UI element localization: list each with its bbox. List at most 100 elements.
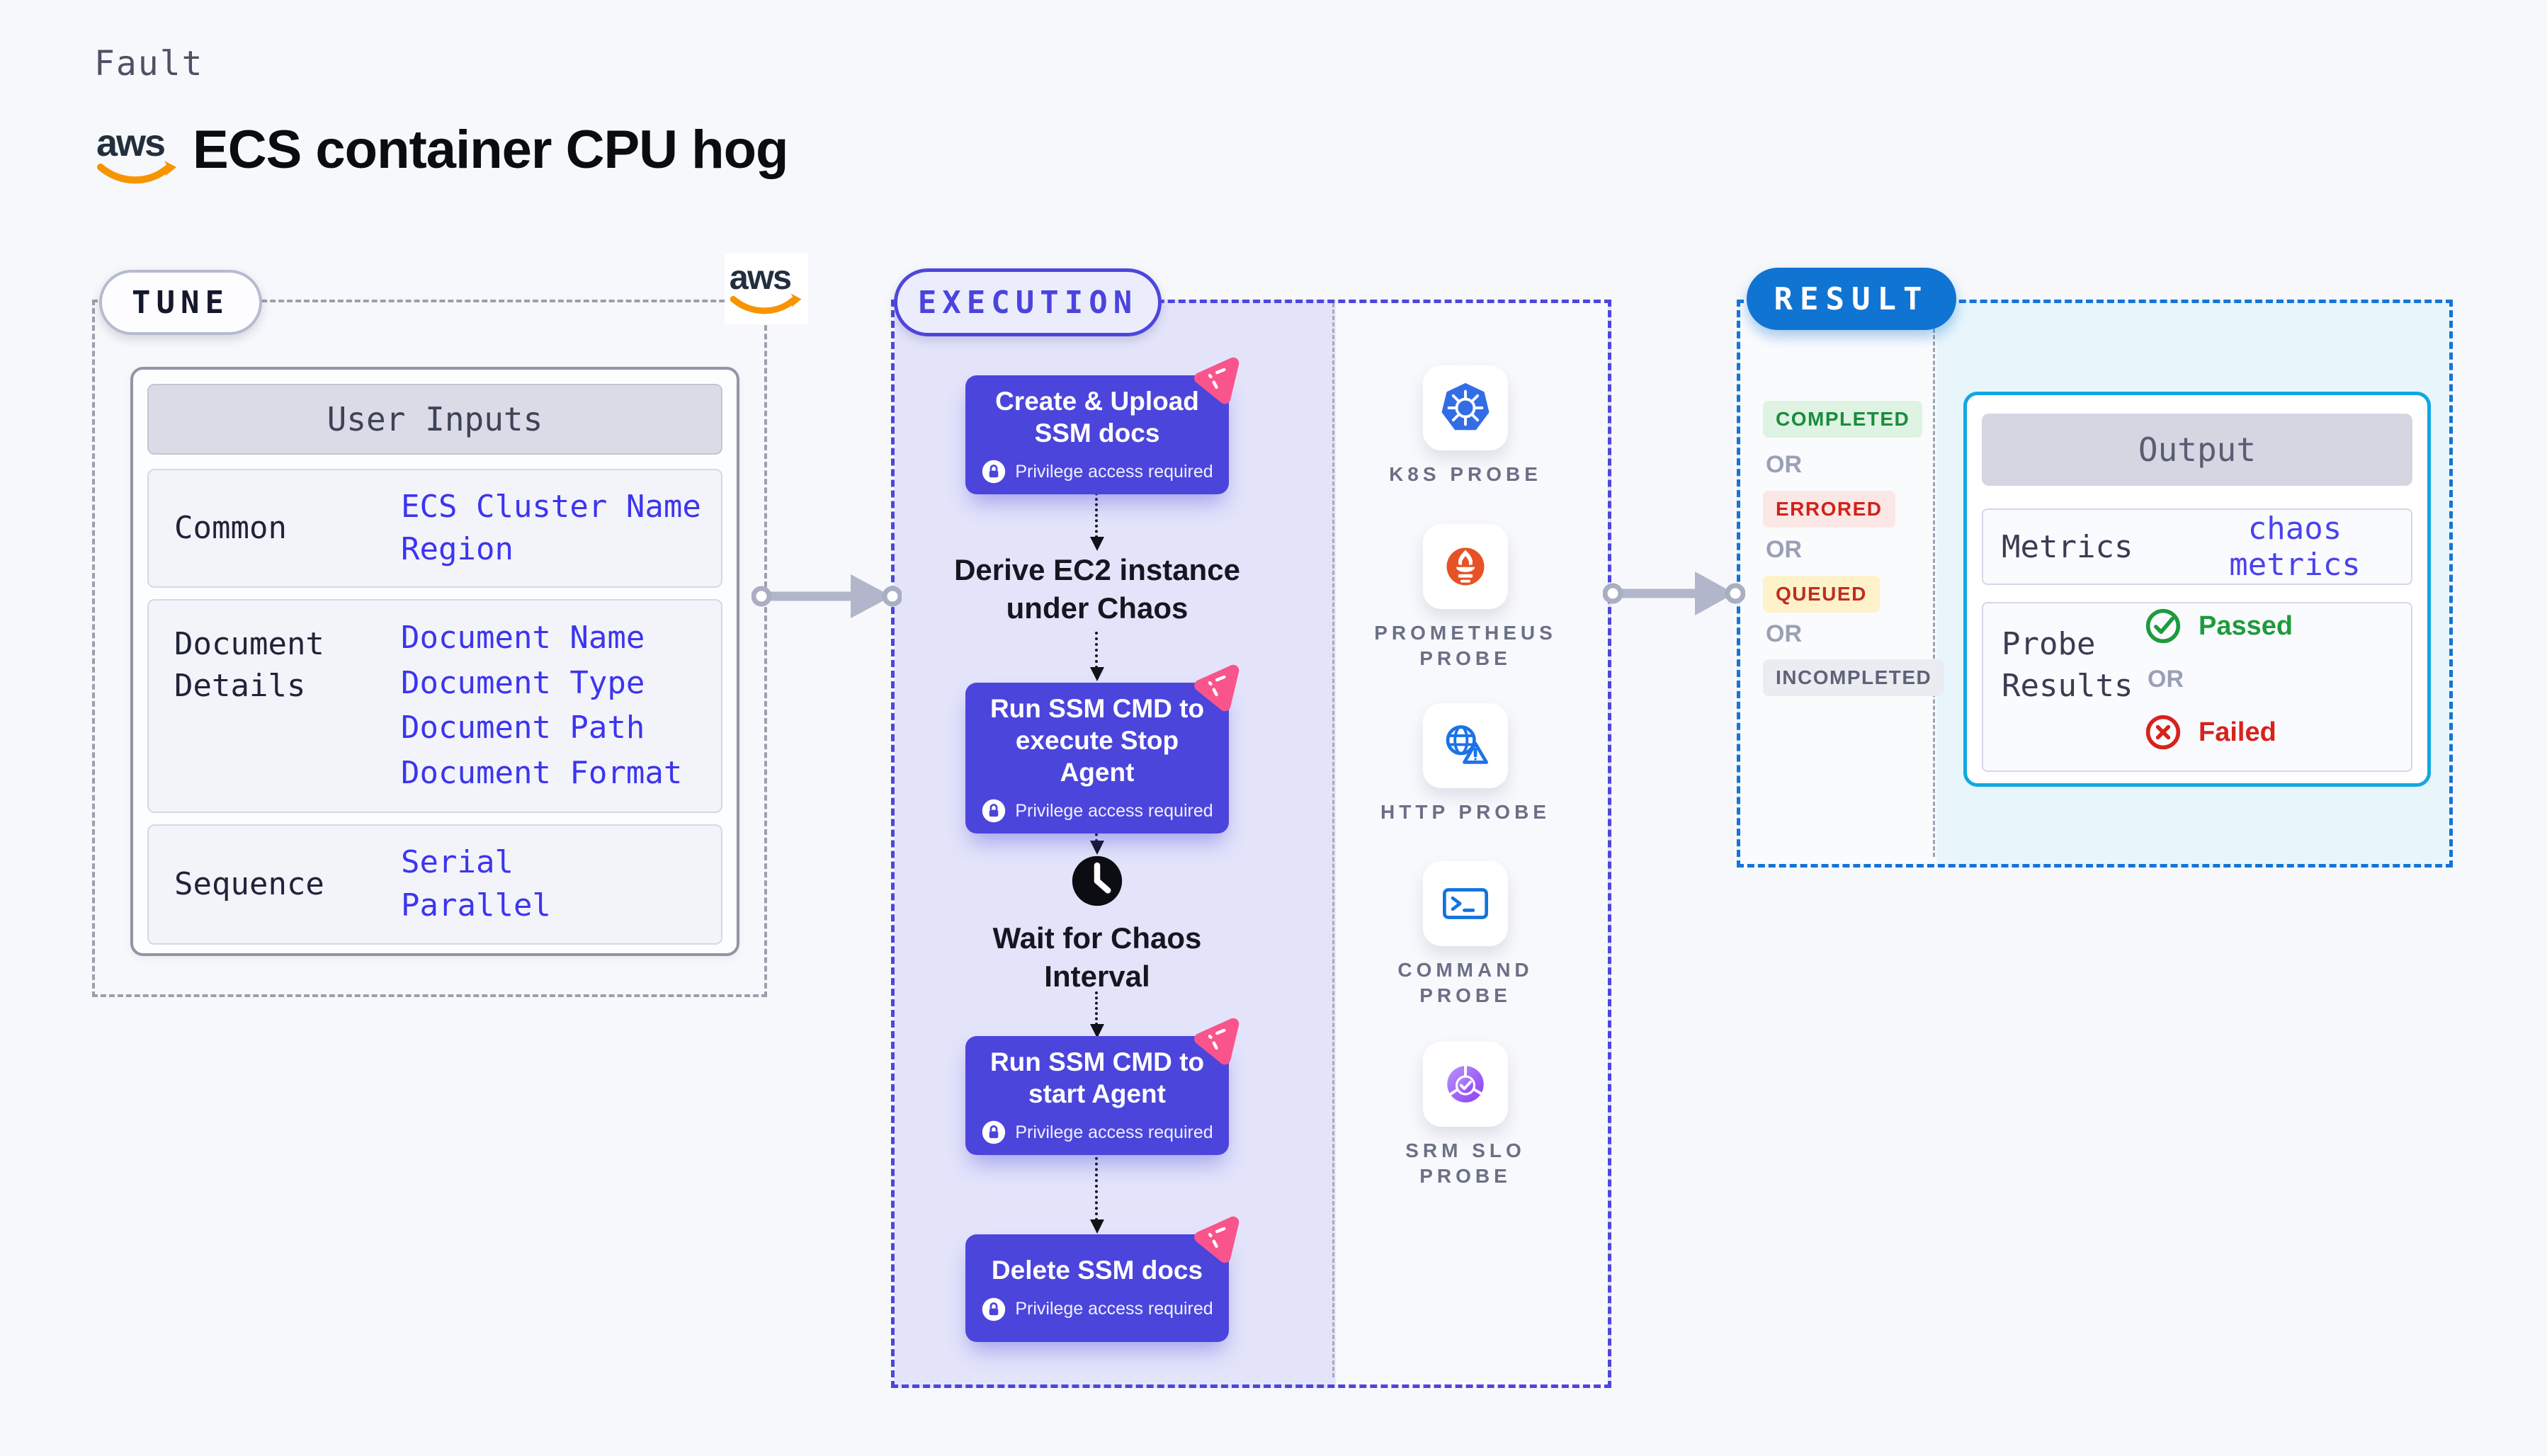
execution-probes-divider (1332, 303, 1334, 1377)
probe-tile (1423, 1042, 1508, 1127)
check-circle-icon (2145, 608, 2181, 644)
tune-pill: TUNE (99, 270, 262, 335)
privilege-badge: Privilege access required (981, 459, 1213, 484)
probe-result-failed: Failed (2145, 714, 2276, 751)
flow-connector-arrow (1090, 1151, 1104, 1234)
passed-label: Passed (2199, 610, 2293, 641)
x-circle-icon (2145, 715, 2181, 750)
result-pill: RESULT (1747, 268, 1956, 330)
probe-label: PROMETHEUS PROBE (1374, 622, 1557, 670)
tune-to-execution-arrow-icon (751, 574, 902, 618)
user-input-row-label: Sequence (174, 866, 324, 903)
result-status-divider (1933, 303, 1935, 857)
lock-icon (981, 798, 1006, 824)
lock-icon (981, 1297, 1006, 1322)
status-or-label: OR (1766, 536, 1802, 563)
user-input-value: Document Format (401, 754, 683, 791)
user-input-value: Document Name (401, 620, 645, 656)
flow-connector-arrow (1090, 991, 1104, 1038)
chaos-pinwheel-icon (1191, 1013, 1243, 1066)
probe-tile (1423, 703, 1508, 788)
step-title: Run SSM CMD to execute Stop Agent (989, 694, 1205, 787)
privilege-badge-label: Privilege access required (1015, 1299, 1213, 1319)
probe-results-label: Probe Results (2002, 626, 2133, 705)
user-input-value: ECS Cluster Name (401, 488, 701, 525)
failed-label: Failed (2199, 717, 2276, 747)
privilege-badge-label: Privilege access required (1015, 800, 1213, 821)
step-title: Run SSM CMD to start Agent (989, 1047, 1205, 1109)
output-panel: Output Metrics chaos metrics Probe Resul… (1963, 392, 2431, 787)
probe-tile (1423, 524, 1508, 609)
page-title: ECS container CPU hog (193, 120, 788, 180)
metrics-label: Metrics (2002, 528, 2133, 565)
privilege-badge: Privilege access required (981, 1297, 1213, 1322)
aws-logo-icon: aws (94, 120, 181, 191)
probe-label: COMMAND PROBE (1397, 959, 1533, 1007)
output-probe-results-row: Probe Results Passed OR Failed (1982, 602, 2412, 772)
flow-connector-arrow (1090, 632, 1104, 681)
probe-tile (1423, 861, 1508, 946)
user-input-value: Document Type (401, 664, 645, 701)
output-header: Output (1982, 414, 2412, 486)
user-input-row-label: Document Details (174, 626, 324, 705)
output-metrics-row: Metrics chaos metrics (1982, 508, 2412, 585)
privilege-badge: Privilege access required (981, 798, 1213, 824)
user-input-value: Document Path (401, 710, 645, 746)
step-title: Delete SSM docs (991, 1256, 1203, 1285)
lock-icon (981, 1120, 1006, 1145)
prometheus-icon (1438, 539, 1493, 594)
user-input-value: Serial (401, 844, 514, 881)
probe-label: K8S PROBE (1389, 463, 1542, 485)
probe-result-passed: Passed (2145, 608, 2293, 644)
status-badge: INCOMPLETED (1763, 659, 1945, 696)
lock-icon (981, 459, 1006, 484)
privilege-badge-label: Privilege access required (1015, 461, 1213, 482)
flow-connector-arrow (1090, 487, 1104, 551)
execution-to-result-arrow-icon (1603, 571, 1745, 615)
privilege-badge-label: Privilege access required (1015, 1122, 1213, 1142)
probe-label: SRM SLO PROBE (1405, 1139, 1526, 1188)
user-input-value: Region (401, 530, 514, 567)
status-or-label: OR (1766, 620, 1802, 647)
kubernetes-icon (1438, 380, 1493, 436)
execution-step-label: Derive EC2 instance under Chaos (954, 553, 1240, 625)
chaos-pinwheel-icon (1191, 660, 1243, 712)
terminal-icon (1438, 876, 1493, 931)
slo-gauge-check-icon (1438, 1057, 1493, 1112)
tune-section-box (92, 300, 767, 997)
execution-wait-step: Wait for Chaos Interval (920, 854, 1274, 996)
user-inputs-header: User Inputs (147, 384, 722, 455)
step-title: Create & Upload SSM docs (995, 387, 1199, 448)
user-input-row-label: Common (174, 510, 287, 547)
status-badge: QUEUED (1763, 576, 1880, 613)
probe-result-or-label: OR (2148, 666, 2184, 693)
clock-icon (1070, 854, 1124, 908)
user-input-value: Parallel (401, 887, 551, 924)
svg-text:aws: aws (96, 122, 164, 164)
status-badge: COMPLETED (1763, 401, 1923, 438)
status-or-label: OR (1766, 451, 1802, 478)
probe-tile (1423, 365, 1508, 450)
step-title: Wait for Chaos Interval (992, 921, 1202, 993)
http-globe-warning-icon (1438, 718, 1493, 773)
execution-pill: EXECUTION (894, 268, 1162, 336)
status-badge: ERRORED (1763, 491, 1895, 528)
aws-logo-icon-small: aws (725, 254, 808, 324)
chaos-pinwheel-icon (1191, 1212, 1243, 1264)
probe-label: HTTP PROBE (1380, 801, 1550, 823)
privilege-badge: Privilege access required (981, 1120, 1213, 1145)
metrics-value: chaos metrics (2229, 511, 2361, 583)
